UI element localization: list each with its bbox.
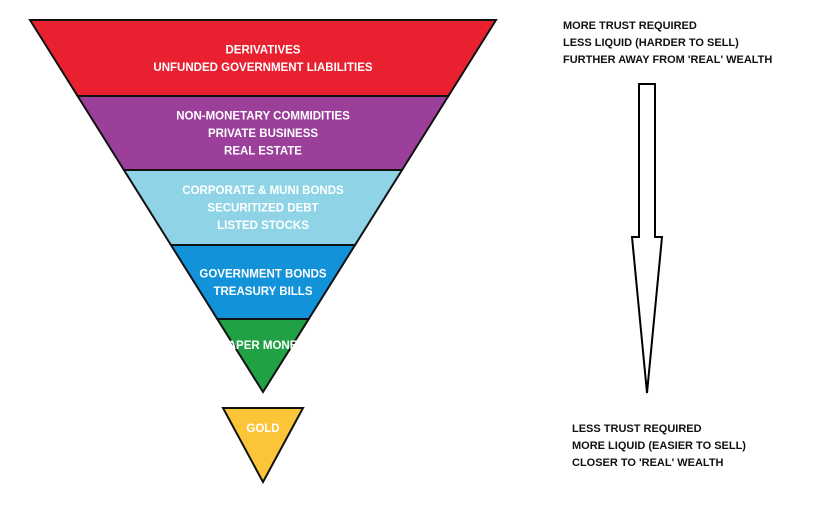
down-arrow-icon	[630, 83, 664, 394]
top-note: MORE TRUST REQUIRED LESS LIQUID (HARDER …	[563, 18, 772, 69]
bottom-note: LESS TRUST REQUIRED MORE LIQUID (EASIER …	[572, 421, 746, 472]
layer-paper-money-label: PAPER MONEY	[221, 340, 305, 352]
top-note-line: MORE TRUST REQUIRED	[563, 20, 697, 32]
layer-bonds-stocks-label: LISTED STOCKS	[217, 220, 309, 232]
layer-government-label: GOVERNMENT BONDS	[199, 268, 326, 280]
bottom-note-line: LESS TRUST REQUIRED	[572, 423, 702, 435]
layer-government-label: TREASURY BILLS	[213, 286, 312, 298]
layer-commodities-label: NON-MONETARY COMMIDITIES	[176, 111, 350, 123]
layer-paper-money	[215, 318, 311, 394]
layer-government	[169, 244, 357, 320]
gold-tip: GOLD	[221, 407, 305, 485]
layer-bonds-stocks-label: SECURITIZED DEBT	[207, 203, 318, 215]
bottom-note-line: MORE LIQUID (EASIER TO SELL)	[572, 440, 746, 452]
top-note-line: LESS LIQUID (HARDER TO SELL)	[563, 37, 739, 49]
bottom-note-line: CLOSER TO 'REAL' WEALTH	[572, 457, 724, 469]
layer-derivatives-label: DERIVATIVES	[226, 44, 301, 56]
pyramid-layers: DERIVATIVES UNFUNDED GOVERNMENT LIABILITI…	[28, 19, 498, 394]
layer-commodities-label: PRIVATE BUSINESS	[208, 128, 318, 140]
layer-derivatives-label: UNFUNDED GOVERNMENT LIABILITIES	[153, 62, 372, 74]
layer-gold-label: GOLD	[246, 423, 279, 435]
layer-commodities-label: REAL ESTATE	[224, 146, 302, 158]
top-note-line: FURTHER AWAY FROM 'REAL' WEALTH	[563, 54, 773, 66]
layer-bonds-stocks-label: CORPORATE & MUNI BONDS	[182, 185, 344, 197]
layer-derivatives	[28, 19, 498, 97]
layer-gold	[221, 407, 305, 485]
